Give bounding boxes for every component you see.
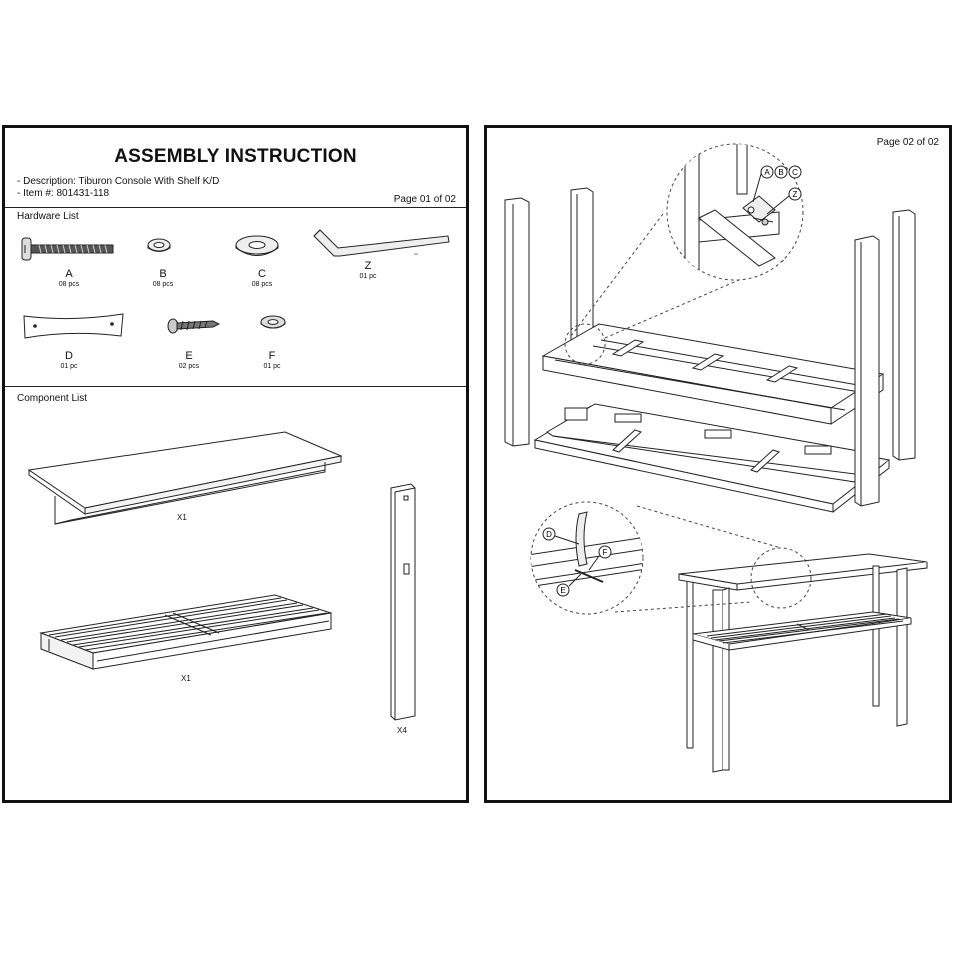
page-2-panel: Page 02 of 02: [484, 125, 952, 803]
allen-key-icon: [310, 226, 450, 266]
hardware-list-heading: Hardware List: [17, 211, 79, 222]
hardware-letter-e: E: [185, 350, 193, 362]
hardware-qty-b: 08 pcs: [152, 281, 174, 288]
callout-c: C: [792, 168, 798, 177]
lock-washer-icon: [145, 236, 173, 256]
page-1-panel: ASSEMBLY INSTRUCTION - Description: Tibu…: [2, 125, 469, 803]
divider: [5, 207, 466, 208]
callout-b: B: [778, 168, 783, 177]
description-text: - Description: Tiburon Console With Shel…: [17, 176, 220, 187]
page-title: ASSEMBLY INSTRUCTION: [114, 146, 357, 167]
page-number: Page 02 of 02: [876, 137, 939, 148]
assembly-step-1-diagram: [495, 178, 945, 518]
hardware-qty-d: 01 pc: [60, 363, 78, 370]
flat-washer-icon: [233, 233, 281, 259]
hardware-letter-z: Z: [364, 260, 372, 272]
callout-a: A: [764, 168, 770, 177]
hardware-letter-f: F: [268, 350, 276, 362]
item-number-text: - Item #: 801431-118: [17, 188, 110, 199]
hardware-qty-c: 08 pcs: [251, 281, 273, 288]
bolt-detail-zoom: A B C Z: [655, 138, 815, 286]
component-qty-top: X1: [177, 513, 187, 522]
wood-screw-icon: [165, 312, 221, 336]
bracket-plate-icon: [21, 312, 127, 340]
leg-icon: [385, 482, 425, 722]
callout-f: F: [603, 548, 608, 557]
hardware-letter-d: D: [65, 350, 73, 362]
zoom-leader-lines: [487, 128, 955, 806]
hardware-letter-b: B: [159, 268, 167, 280]
bolt-icon: [19, 234, 119, 264]
page-number: Page 01 of 02: [393, 194, 456, 205]
component-list-heading: Component List: [17, 393, 88, 404]
small-washer-icon: [259, 314, 287, 332]
callout-z: Z: [793, 190, 798, 199]
component-qty-shelf: X1: [181, 674, 191, 683]
hardware-letter-c: C: [258, 268, 266, 280]
callout-d: D: [546, 530, 552, 539]
component-qty-leg: X4: [397, 726, 407, 735]
plate-detail-zoom: D F E: [523, 498, 653, 616]
table-top-icon: [25, 428, 345, 528]
callout-e: E: [560, 586, 565, 595]
hardware-qty-e: 02 pcs: [178, 363, 200, 370]
slatted-shelf-icon: [35, 591, 335, 691]
hardware-qty-z: 01 pc: [359, 273, 377, 280]
hardware-qty-f: 01 pc: [263, 363, 281, 370]
hardware-letter-a: A: [65, 268, 73, 280]
hardware-qty-a: 08 pcs: [58, 281, 80, 288]
divider: [5, 386, 466, 387]
finished-console-diagram: [673, 548, 933, 788]
